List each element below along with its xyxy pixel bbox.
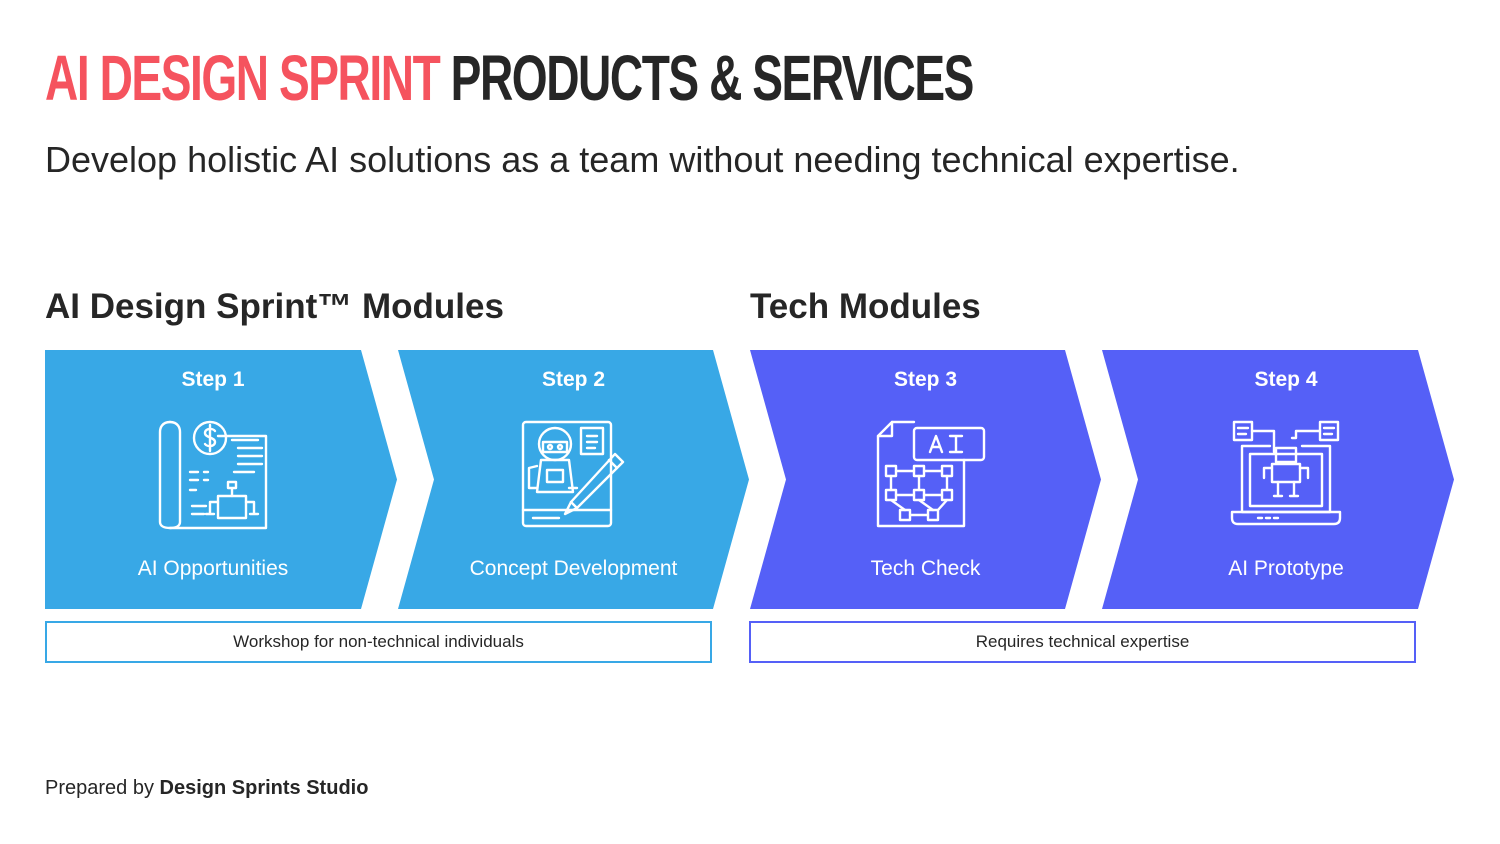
title-rest: PRODUCTS & SERVICES bbox=[450, 42, 975, 114]
chevron-shape bbox=[750, 350, 1101, 609]
note-tech: Requires technical expertise bbox=[749, 621, 1416, 663]
step-1-name: AI Opportunities bbox=[137, 557, 289, 580]
chevron-shape bbox=[398, 350, 749, 609]
step-3-chevron: Step 3 Tech Check bbox=[750, 350, 1101, 609]
page-title: AI DESIGN SPRINT PRODUCTS & SERVICES bbox=[45, 40, 975, 116]
ai-network-document-icon bbox=[876, 420, 986, 528]
title-accent: AI DESIGN SPRINT bbox=[45, 42, 441, 114]
chevron-shape bbox=[45, 350, 397, 609]
step-2-chevron: Step 2 Concept Development bbox=[398, 350, 749, 609]
step-1-chevron: Step 1 AI Opportunities bbox=[45, 350, 397, 609]
footer-company: Design Sprints Studio bbox=[159, 777, 369, 799]
step-3-label: Step 3 bbox=[893, 368, 958, 391]
step-1-label: Step 1 bbox=[181, 368, 245, 391]
footer-prefix: Prepared by bbox=[45, 777, 154, 799]
footer: Prepared by Design Sprints Studio bbox=[45, 774, 368, 802]
group-title-design-sprint: AI Design Sprint™ Modules bbox=[45, 287, 504, 326]
laptop-robot-prototype-icon bbox=[1230, 420, 1342, 526]
step-2-label: Step 2 bbox=[541, 368, 606, 391]
step-4-name: AI Prototype bbox=[1228, 557, 1344, 580]
step-3-name: Tech Check bbox=[870, 557, 981, 580]
robot-concept-icon bbox=[521, 420, 625, 528]
group-title-tech: Tech Modules bbox=[750, 287, 981, 326]
page-subtitle: Develop holistic AI solutions as a team … bbox=[45, 139, 1240, 180]
opportunity-map-icon bbox=[158, 420, 268, 530]
chevron-shape bbox=[1102, 350, 1454, 609]
step-4-label: Step 4 bbox=[1254, 368, 1318, 391]
step-2-name: Concept Development bbox=[469, 557, 678, 580]
note-design-sprint: Workshop for non-technical individuals bbox=[45, 621, 712, 663]
step-4-chevron: Step 4 AI Prototype bbox=[1102, 350, 1454, 609]
